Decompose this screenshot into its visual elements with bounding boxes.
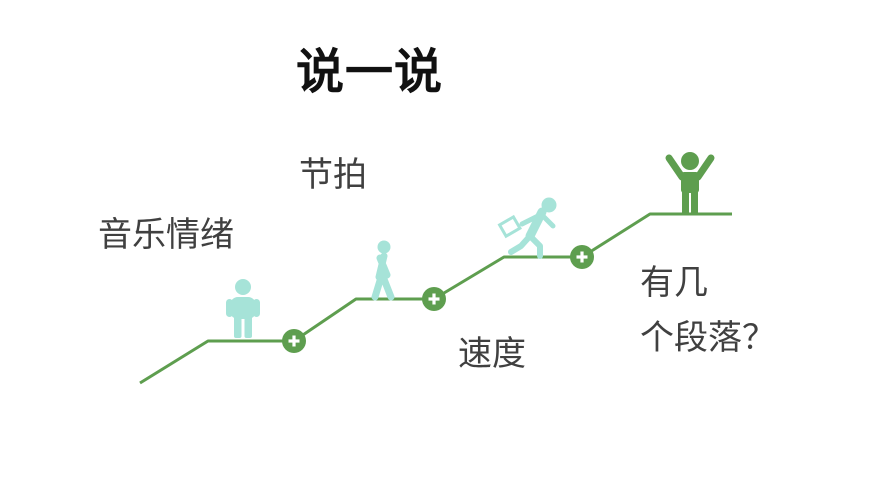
label-paragraphs-line1: 有几 [640,263,708,303]
plus-icon [422,287,446,311]
label-speed: 速度 [458,334,526,374]
standing-person-icon [226,279,260,338]
plus-icon [282,329,306,353]
label-paragraphs-line2: 个段落？ [640,318,776,358]
plus-icon [570,245,594,269]
walking-person-icon [371,240,395,301]
page-title: 说一说 [296,44,444,100]
running-person-icon [497,197,557,259]
label-music-mood: 音乐情绪 [98,215,234,255]
label-beat: 节拍 [299,155,367,195]
victory-person-icon [665,152,715,213]
